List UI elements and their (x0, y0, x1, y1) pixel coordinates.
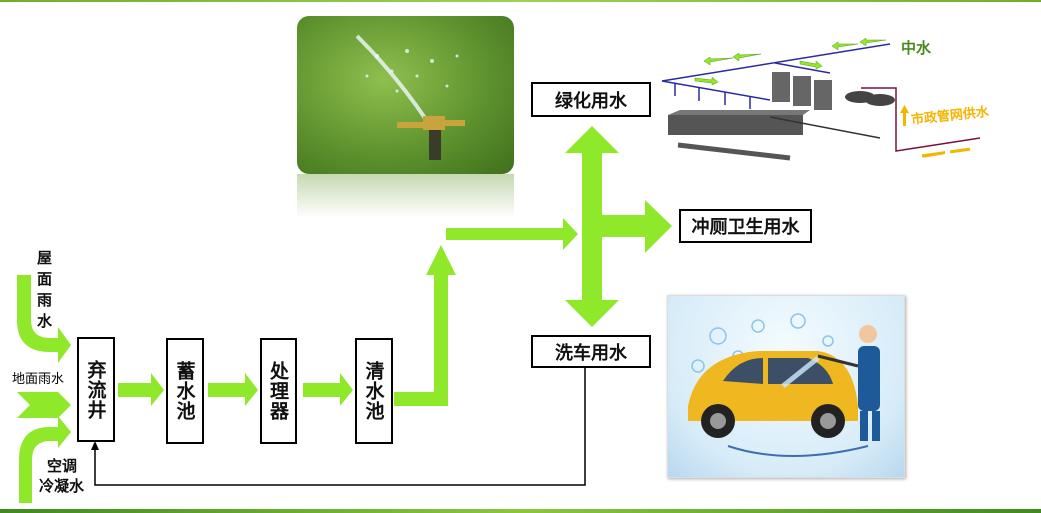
clear-water-pool-box: 清水池 (355, 338, 393, 444)
top-border (0, 0, 1041, 2)
processor-box: 处理器 (260, 338, 297, 444)
return-line (94, 368, 586, 486)
roof-rain-label: 屋面雨水 (37, 249, 53, 330)
arrow-to-storage (118, 373, 164, 406)
storage-tank-box: 蓄水池 (166, 338, 204, 444)
sprinkler-photo (297, 16, 514, 174)
bottom-border (0, 509, 1041, 513)
return-arrowhead (91, 441, 99, 450)
ground-rain-label: 地面雨水 (12, 372, 65, 387)
diversion-well-box: 弃流井 (77, 337, 115, 442)
ac-label-line2: 冷凝水 (39, 477, 85, 495)
car-wash-water-box: 洗车用水 (531, 335, 651, 368)
arrow-to-clear-pool (303, 373, 353, 406)
arrow-to-hub (446, 218, 578, 250)
arrow-to-processor (208, 373, 258, 406)
sprinkler-photo-reflection (297, 174, 514, 218)
hub-vertical-arrow (565, 126, 672, 327)
ac-label-line1: 空调 (47, 457, 78, 475)
riser-arrow (394, 245, 456, 406)
greening-water-box: 绿化用水 (531, 82, 651, 117)
ac-condensate-arrow (19, 416, 71, 503)
ground-rain-arrow (17, 392, 71, 418)
reclaimed-water-label: 中水 (901, 39, 932, 57)
pipe-diagram (661, 37, 981, 161)
roof-rain-arrow (17, 275, 71, 363)
toilet-flush-water-box: 冲厕卫生用水 (679, 209, 812, 243)
car-wash-photo (667, 295, 905, 478)
